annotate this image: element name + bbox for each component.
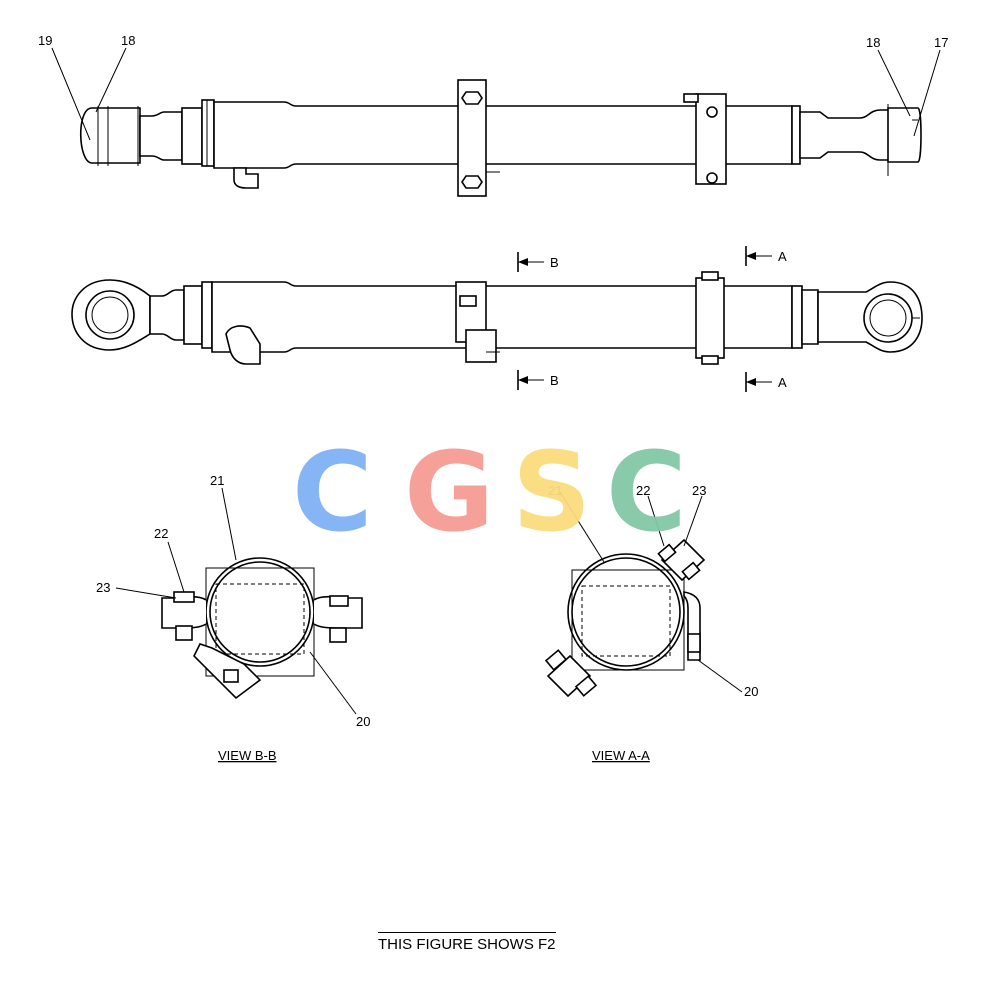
callout-17: 17 xyxy=(934,35,948,50)
callout-18-right: 18 xyxy=(866,35,880,50)
callout-bb-23: 23 xyxy=(96,580,110,595)
cgsc-watermark-logo: C G S C xyxy=(292,428,687,556)
svg-text:C: C xyxy=(606,428,687,556)
clamp-band-a-mid xyxy=(695,277,725,359)
bolt-head-icon xyxy=(461,175,483,189)
cylinder-top-view xyxy=(71,271,923,365)
callout-bb-20: 20 xyxy=(356,714,370,729)
view-a-a xyxy=(544,538,706,698)
callout-aa-23: 23 xyxy=(692,483,706,498)
section-marker-a-bottom: A xyxy=(745,372,787,392)
rear-eye-ring xyxy=(863,293,913,343)
left-rod-eye-top xyxy=(79,107,141,164)
view-b-b xyxy=(161,557,363,700)
section-marker-a-top: A xyxy=(745,246,787,266)
svg-text:G: G xyxy=(404,428,494,556)
svg-text:A: A xyxy=(778,249,787,264)
callout-18-left: 18 xyxy=(121,33,135,48)
callout-aa-20: 20 xyxy=(744,684,758,699)
section-marker-b-top: B xyxy=(517,252,559,272)
figure-footer-note: THIS FIGURE SHOWS F2 xyxy=(378,932,556,953)
svg-text:B: B xyxy=(550,255,559,270)
bolt-head-icon xyxy=(461,91,483,105)
svg-text:B: B xyxy=(550,373,559,388)
svg-text:C: C xyxy=(292,428,373,556)
callout-19: 19 xyxy=(38,33,52,48)
caption-view-aa: VIEW A-A xyxy=(592,748,650,763)
caption-view-bb: VIEW B-B xyxy=(218,748,277,763)
callout-aa-21: 21 xyxy=(548,483,562,498)
rear-eye-top xyxy=(887,107,922,163)
svg-text:S: S xyxy=(512,428,591,556)
callout-bb-22: 22 xyxy=(154,526,168,541)
svg-text:A: A xyxy=(778,375,787,390)
cylinder-side-view xyxy=(79,79,922,197)
section-marker-b-bottom: B xyxy=(517,370,559,390)
callout-aa-22: 22 xyxy=(636,483,650,498)
callout-bb-21: 21 xyxy=(210,473,224,488)
